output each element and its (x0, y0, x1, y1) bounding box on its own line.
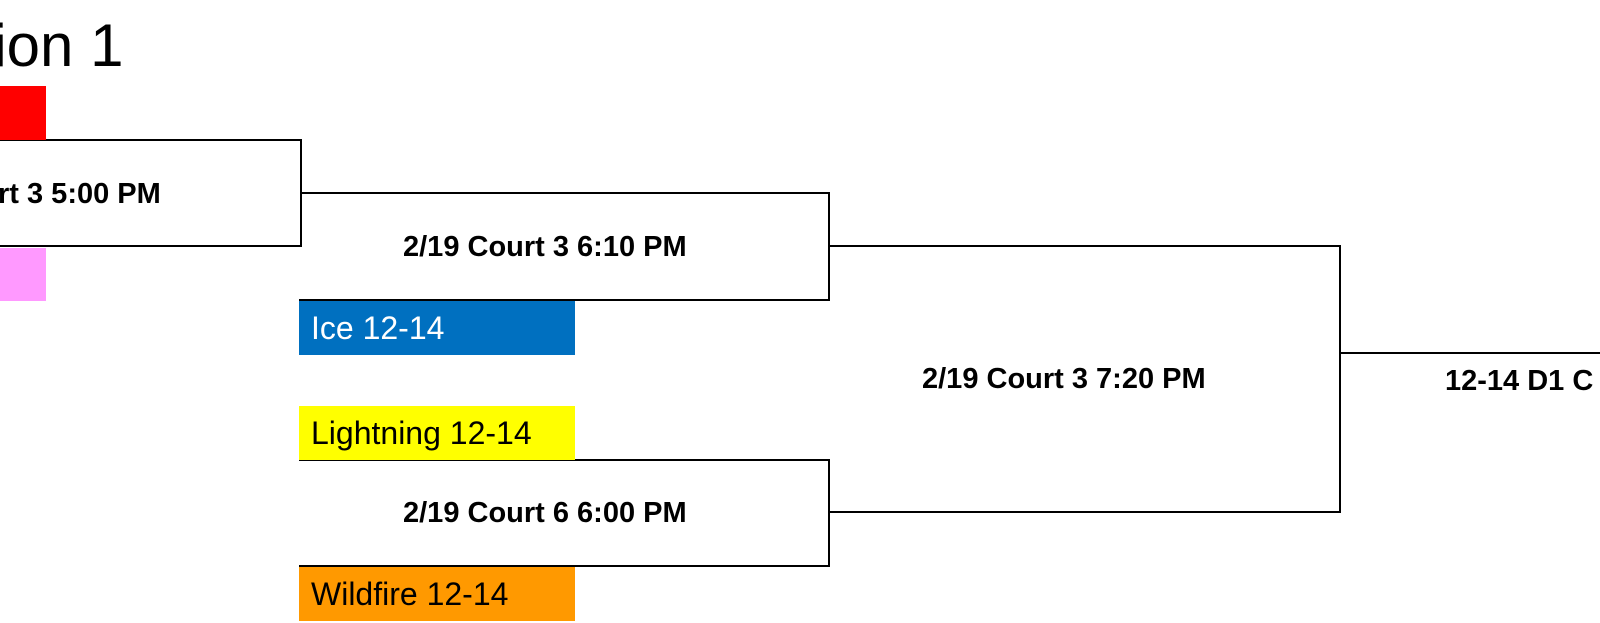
game-label-final: 2/19 Court 3 7:20 PM (922, 363, 1206, 395)
team-slot-ice: Ice 12-14 (299, 301, 575, 355)
team-slot-wildfire: Wildfire 12-14 (299, 567, 575, 621)
red-team-slot (0, 86, 46, 140)
game-label-semi-top: 2/19 Court 3 6:10 PM (403, 231, 687, 263)
team-label-lightning: Lightning 12-14 (311, 414, 532, 451)
game-label-championship: 12-14 D1 C (1445, 365, 1594, 397)
team-slot-lightning: Lightning 12-14 (299, 406, 575, 460)
game-label-round1-top: rt 3 5:00 PM (0, 178, 161, 210)
team-label-wildfire: Wildfire 12-14 (311, 575, 509, 612)
game-label-semi-bottom: 2/19 Court 6 6:00 PM (403, 497, 687, 529)
pink-team-slot (0, 248, 46, 301)
division-title: vision 1 (0, 12, 124, 79)
team-label-ice: Ice 12-14 (311, 309, 445, 346)
final-bracket-line (829, 245, 1341, 513)
